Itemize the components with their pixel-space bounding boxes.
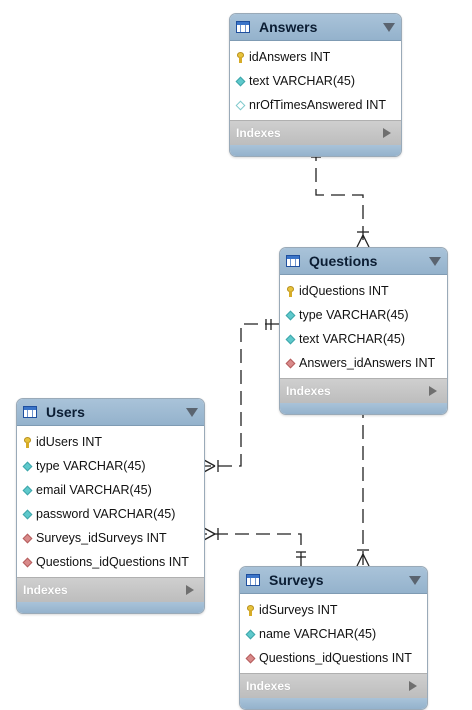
column-label: Questions_idQuestions INT: [259, 651, 412, 665]
table-footer: [230, 145, 401, 156]
column-row[interactable]: type VARCHAR(45): [17, 454, 204, 478]
expand-arrow-icon[interactable]: [186, 585, 194, 595]
filled-diamond-icon: [23, 485, 32, 496]
column-label: password VARCHAR(45): [36, 507, 176, 521]
column-row[interactable]: name VARCHAR(45): [240, 622, 427, 646]
table-surveys[interactable]: Surveys idSurveys INT name VARCHAR(45) Q…: [239, 566, 428, 710]
column-row[interactable]: password VARCHAR(45): [17, 502, 204, 526]
table-footer: [17, 602, 204, 613]
indexes-label: Indexes: [236, 126, 281, 140]
expand-arrow-icon[interactable]: [383, 128, 391, 138]
column-label: type VARCHAR(45): [36, 459, 146, 473]
column-label: idQuestions INT: [299, 284, 389, 298]
column-row[interactable]: idAnswers INT: [230, 45, 401, 69]
filled-diamond-icon: [246, 629, 255, 640]
filled-diamond-icon: [286, 334, 295, 345]
table-icon: [23, 406, 37, 418]
column-label: Questions_idQuestions INT: [36, 555, 189, 569]
indexes-bar[interactable]: Indexes: [17, 577, 204, 602]
column-row[interactable]: type VARCHAR(45): [280, 303, 447, 327]
collapse-arrow-icon[interactable]: [429, 256, 441, 266]
table-icon: [286, 255, 300, 267]
primary-key-icon: [246, 604, 255, 616]
column-row[interactable]: text VARCHAR(45): [280, 327, 447, 351]
table-footer: [240, 698, 427, 709]
column-label: type VARCHAR(45): [299, 308, 409, 322]
column-row[interactable]: idQuestions INT: [280, 279, 447, 303]
column-row[interactable]: Answers_idAnswers INT: [280, 351, 447, 375]
column-label: text VARCHAR(45): [299, 332, 406, 346]
indexes-label: Indexes: [286, 384, 331, 398]
collapse-arrow-icon[interactable]: [186, 407, 198, 417]
collapse-arrow-icon[interactable]: [409, 575, 421, 585]
expand-arrow-icon[interactable]: [409, 681, 417, 691]
column-label: Answers_idAnswers INT: [299, 356, 436, 370]
indexes-bar[interactable]: Indexes: [280, 378, 447, 403]
primary-key-icon: [23, 436, 32, 448]
column-label: name VARCHAR(45): [259, 627, 377, 641]
expand-arrow-icon[interactable]: [429, 386, 437, 396]
foreign-key-icon: [286, 358, 295, 369]
column-list: idQuestions INT type VARCHAR(45) text VA…: [280, 275, 447, 378]
column-row[interactable]: nrOfTimesAnswered INT: [230, 93, 401, 117]
filled-diamond-icon: [286, 310, 295, 321]
table-footer: [280, 403, 447, 414]
table-title: Surveys: [269, 572, 324, 588]
indexes-bar[interactable]: Indexes: [230, 120, 401, 145]
filled-diamond-icon: [23, 509, 32, 520]
indexes-bar[interactable]: Indexes: [240, 673, 427, 698]
indexes-label: Indexes: [246, 679, 291, 693]
table-header[interactable]: Questions: [280, 248, 447, 275]
column-label: text VARCHAR(45): [249, 74, 356, 88]
table-questions[interactable]: Questions idQuestions INT type VARCHAR(4…: [279, 247, 448, 415]
column-row[interactable]: Questions_idQuestions INT: [240, 646, 427, 670]
column-row[interactable]: Surveys_idSurveys INT: [17, 526, 204, 550]
table-users[interactable]: Users idUsers INT type VARCHAR(45) email…: [16, 398, 205, 614]
foreign-key-icon: [23, 533, 32, 544]
indexes-label: Indexes: [23, 583, 68, 597]
primary-key-icon: [236, 51, 245, 63]
table-header[interactable]: Users: [17, 399, 204, 426]
column-label: Surveys_idSurveys INT: [36, 531, 167, 545]
table-header[interactable]: Surveys: [240, 567, 427, 594]
column-row[interactable]: Questions_idQuestions INT: [17, 550, 204, 574]
table-icon: [246, 574, 260, 586]
column-row[interactable]: text VARCHAR(45): [230, 69, 401, 93]
collapse-arrow-icon[interactable]: [383, 22, 395, 32]
relationship-questions-users[interactable]: [203, 319, 279, 473]
column-label: idUsers INT: [36, 435, 102, 449]
column-label: email VARCHAR(45): [36, 483, 152, 497]
table-title: Questions: [309, 253, 378, 269]
foreign-key-icon: [246, 653, 255, 664]
column-row[interactable]: email VARCHAR(45): [17, 478, 204, 502]
primary-key-icon: [286, 285, 295, 297]
filled-diamond-icon: [236, 76, 245, 87]
column-label: nrOfTimesAnswered INT: [249, 98, 387, 112]
hollow-diamond-icon: [236, 100, 245, 111]
column-list: idSurveys INT name VARCHAR(45) Questions…: [240, 594, 427, 673]
column-list: idUsers INT type VARCHAR(45) email VARCH…: [17, 426, 204, 577]
column-label: idSurveys INT: [259, 603, 338, 617]
relationship-questions-surveys[interactable]: [356, 404, 370, 567]
table-answers[interactable]: Answers idAnswers INT text VARCHAR(45) n…: [229, 13, 402, 157]
relationship-surveys-users[interactable]: [203, 527, 306, 566]
filled-diamond-icon: [23, 461, 32, 472]
column-row[interactable]: idSurveys INT: [240, 598, 427, 622]
column-row[interactable]: idUsers INT: [17, 430, 204, 454]
column-list: idAnswers INT text VARCHAR(45) nrOfTimes…: [230, 41, 401, 120]
relationship-answers-questions[interactable]: [311, 147, 370, 248]
foreign-key-icon: [23, 557, 32, 568]
column-label: idAnswers INT: [249, 50, 331, 64]
table-title: Users: [46, 404, 85, 420]
table-icon: [236, 21, 250, 33]
table-header[interactable]: Answers: [230, 14, 401, 41]
table-title: Answers: [259, 19, 318, 35]
